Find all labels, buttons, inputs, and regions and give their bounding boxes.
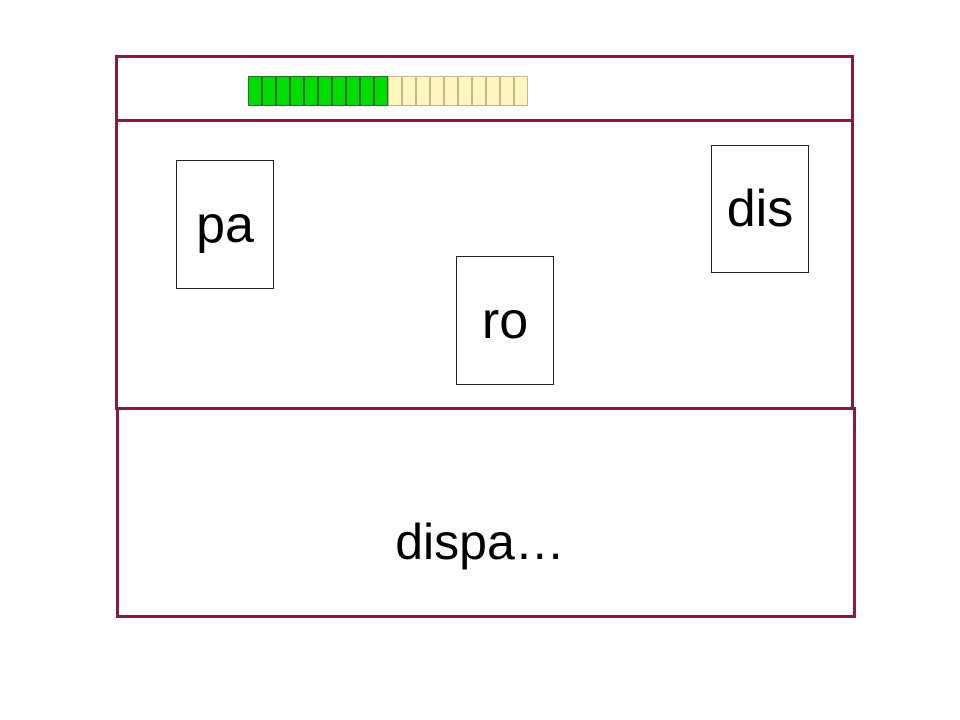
progress-segment-empty <box>472 76 486 106</box>
progress-segment-empty <box>430 76 444 106</box>
progress-segment-filled <box>262 76 276 106</box>
progress-segment-filled <box>248 76 262 106</box>
progress-segment-empty <box>458 76 472 106</box>
progress-segment-empty <box>500 76 514 106</box>
progress-segment-filled <box>304 76 318 106</box>
progress-segment-filled <box>360 76 374 106</box>
answer-word: dispa… <box>395 514 565 570</box>
progress-segment-filled <box>332 76 346 106</box>
progress-segment-empty <box>444 76 458 106</box>
progress-segment-empty <box>416 76 430 106</box>
progress-segment-filled <box>290 76 304 106</box>
progress-segment-empty <box>486 76 500 106</box>
progress-segment-filled <box>318 76 332 106</box>
progress-segment-filled <box>276 76 290 106</box>
progress-segment-empty <box>402 76 416 106</box>
progress-segment-filled <box>346 76 360 106</box>
progress-bar <box>248 76 528 106</box>
syllable-card-ro[interactable]: ro <box>456 256 554 385</box>
syllable-card-pa[interactable]: pa <box>176 160 274 289</box>
answer-panel <box>116 407 856 618</box>
progress-segment-empty <box>514 76 528 106</box>
syllable-card-dis[interactable]: dis <box>711 145 809 273</box>
progress-segment-empty <box>388 76 402 106</box>
progress-segment-filled <box>374 76 388 106</box>
